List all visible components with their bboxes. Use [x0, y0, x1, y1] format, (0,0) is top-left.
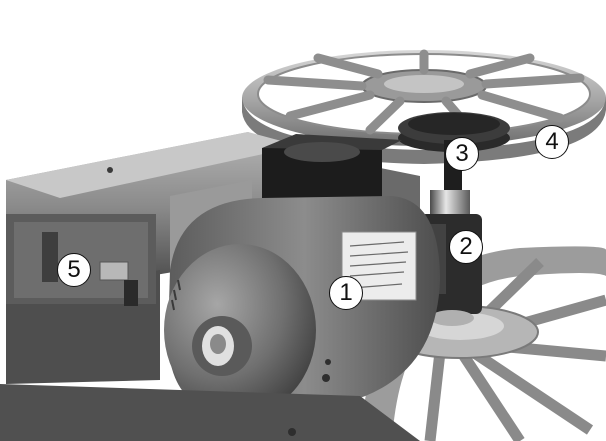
callout-3-label: 3 — [455, 140, 469, 167]
callout-5: 5 — [57, 253, 91, 287]
upper-wheel — [242, 49, 606, 164]
callout-4: 4 — [535, 125, 569, 159]
callout-5-label: 5 — [67, 256, 81, 283]
callout-1-label: 1 — [339, 279, 353, 306]
callout-3: 3 — [445, 137, 479, 171]
motor — [164, 134, 440, 416]
callout-4-label: 4 — [545, 128, 559, 155]
callout-2: 2 — [449, 230, 483, 264]
callout-2-label: 2 — [459, 233, 473, 260]
callout-1: 1 — [329, 276, 363, 310]
base-plate — [0, 384, 420, 441]
